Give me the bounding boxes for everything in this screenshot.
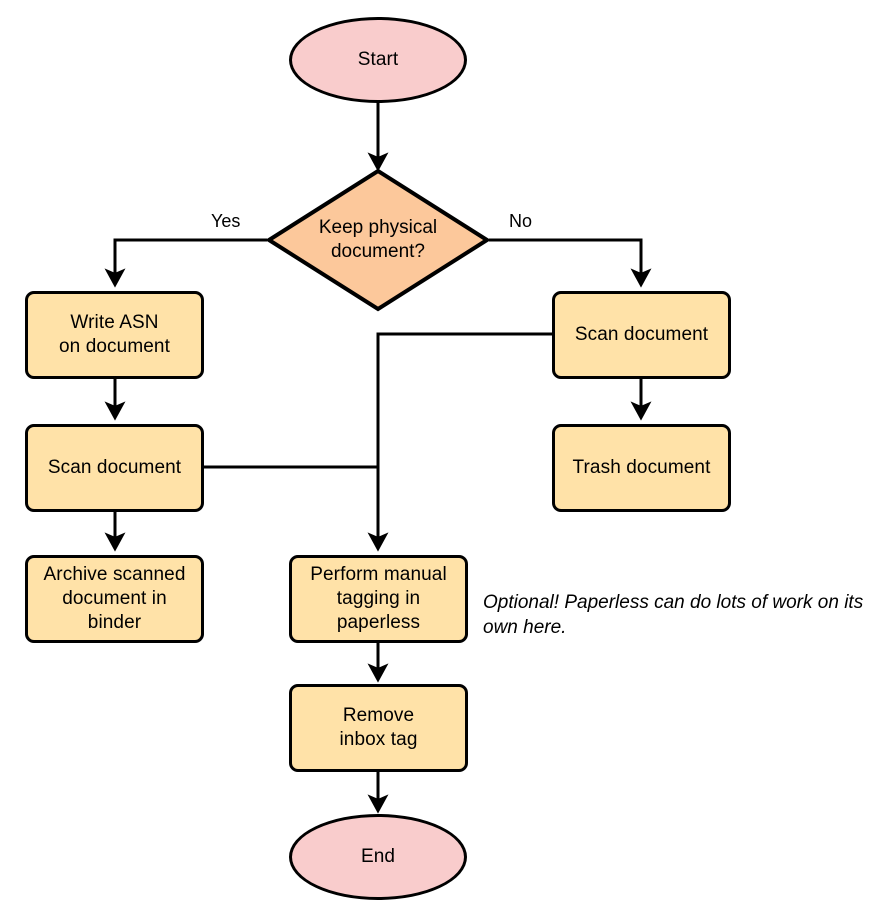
node-scan-document-right[interactable]: Scan document	[552, 291, 731, 379]
node-trash-document-label: Trash document	[572, 457, 711, 478]
node-scan-document-right-label: Scan document	[574, 324, 709, 345]
edge-decision-no-to-scan-right	[489, 238, 652, 288]
node-start[interactable]: Start	[289, 17, 467, 103]
node-archive-scanned-document-in-binder-label: Archive scanned document in binder	[43, 564, 186, 633]
node-scan-document-left[interactable]: Scan document	[25, 424, 204, 512]
edge-label-no: No	[509, 211, 533, 231]
node-keep-physical-document-label: Keep physical document?	[318, 217, 438, 262]
edge-scan-right-to-tagging	[367, 332, 553, 552]
node-end[interactable]: End	[289, 814, 467, 900]
annotation-optional-note: Optional! Paperless can do lots of work …	[483, 592, 864, 638]
node-keep-physical-document[interactable]: Keep physical document?	[266, 168, 490, 312]
diamond-shape	[266, 168, 490, 312]
node-end-label: End	[360, 846, 396, 867]
node-perform-manual-tagging[interactable]: Perform manual tagging in paperless	[289, 555, 468, 643]
node-perform-manual-tagging-label: Perform manual tagging in paperless	[310, 564, 447, 633]
edge-decision-yes-to-write-asn	[104, 238, 267, 288]
node-remove-inbox-tag[interactable]: Remove inbox tag	[289, 684, 468, 772]
edge-label-yes: Yes	[211, 211, 241, 231]
node-remove-inbox-tag-label: Remove inbox tag	[339, 705, 418, 750]
node-trash-document[interactable]: Trash document	[552, 424, 731, 512]
node-scan-document-left-label: Scan document	[47, 457, 182, 478]
node-start-label: Start	[357, 49, 399, 70]
node-write-asn-on-document-label: Write ASN on document	[59, 312, 170, 357]
node-write-asn-on-document[interactable]: Write ASN on document	[25, 291, 204, 379]
node-archive-scanned-document-in-binder[interactable]: Archive scanned document in binder	[25, 555, 204, 643]
